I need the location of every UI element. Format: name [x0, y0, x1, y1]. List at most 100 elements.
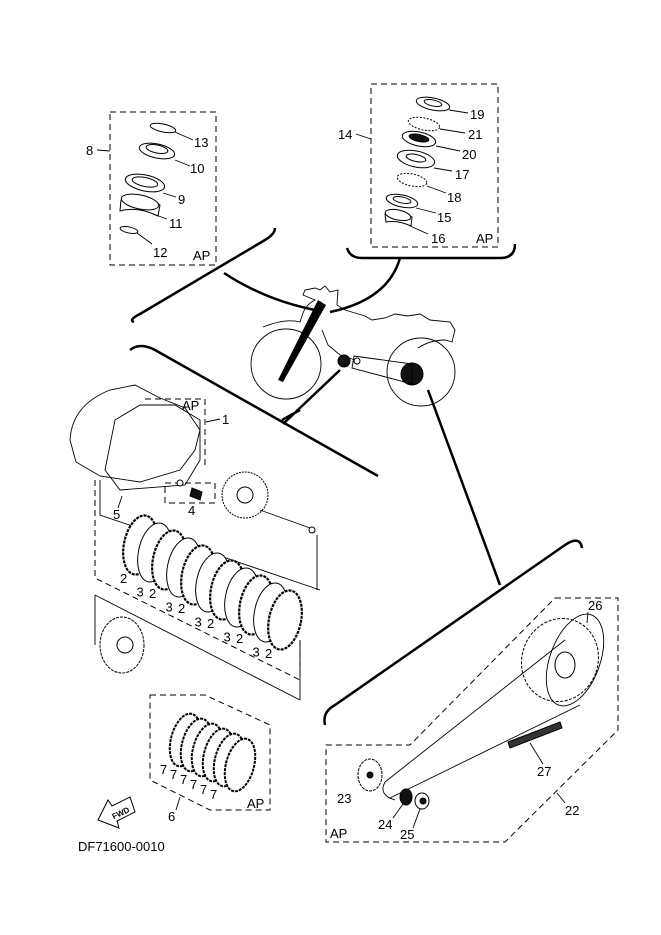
- lock-washer-24: [399, 788, 413, 806]
- callout-13: 13: [194, 135, 208, 150]
- bubble-upper-left-outline: [130, 227, 277, 324]
- leader-12: [136, 232, 153, 245]
- clutch-stack-frame-upper: [99, 480, 321, 591]
- crankcase-cover: [69, 384, 201, 483]
- ball-cage-21: [407, 116, 441, 132]
- bubble-pointer-lower: [329, 257, 402, 314]
- crankcase-cover-gasket: [104, 404, 201, 491]
- group-22-drive-chain: 26 27 23 24 25 22 AP: [325, 597, 619, 843]
- motorcycle-silhouette: [250, 285, 456, 407]
- callout-plate-2: 2: [178, 601, 185, 616]
- leader-21: [439, 128, 466, 134]
- group-6-frame: [149, 694, 271, 811]
- ap-label-group-14: AP: [476, 231, 493, 246]
- bubble-mid-divider: [281, 408, 301, 422]
- friction-plates-container: [168, 712, 257, 793]
- callout-26: 26: [588, 598, 602, 613]
- swingarm-chain: [351, 355, 413, 385]
- callout-plate-2: 2: [149, 586, 156, 601]
- leader-10: [174, 159, 191, 167]
- friction-plate-2: [267, 589, 303, 651]
- part-4-frame: [164, 482, 216, 504]
- callout-16: 16: [431, 231, 445, 246]
- group-8-leader: [96, 149, 111, 152]
- nut-25-center: [419, 797, 427, 805]
- boss-frame-diag: [94, 594, 301, 701]
- callout-17: 17: [455, 167, 469, 182]
- leader-22: [556, 792, 566, 804]
- clutch-boss: [94, 594, 301, 701]
- callout-11: 11: [169, 216, 183, 231]
- callout-23: 23: [337, 791, 351, 806]
- bike-frame-line: [321, 329, 356, 361]
- callout-plate-2: 2: [120, 571, 127, 586]
- front-sprocket-center: [366, 771, 374, 779]
- bearing-11-top: [120, 193, 160, 211]
- callout-plate-7: 7: [180, 772, 187, 787]
- callout-10: 10: [190, 161, 204, 176]
- callout-plate-7: 7: [190, 777, 197, 792]
- callout-12: 12: [153, 245, 167, 260]
- leader-17: [433, 167, 453, 172]
- group-14-leader: [355, 133, 372, 140]
- leader-13: [174, 131, 194, 141]
- chain-lower-run: [389, 704, 581, 799]
- ap-label-group-8: AP: [193, 248, 210, 263]
- callout-22: 22: [565, 803, 579, 818]
- bearing-19-inner: [423, 99, 443, 107]
- o-ring-13: [149, 122, 177, 134]
- race-9-inner: [131, 176, 159, 188]
- seal-16-top: [384, 208, 412, 222]
- callout-plate-3: 3: [166, 600, 173, 615]
- spring-4: [189, 487, 203, 501]
- group-14-frame: [370, 83, 499, 248]
- bubble-pointer-chain: [426, 389, 502, 586]
- callout-plate-3: 3: [137, 585, 144, 600]
- ap-label-cover: AP: [182, 398, 199, 413]
- group-22-frame: [325, 597, 619, 843]
- callout-25: 25: [400, 827, 414, 842]
- fwd-direction-arrow: FWD: [97, 796, 136, 829]
- callout-plate-3: 3: [253, 645, 260, 660]
- push-rod: [259, 509, 311, 529]
- leader-6: [175, 796, 181, 811]
- leader-18: [426, 185, 447, 194]
- ball-cage-18: [396, 172, 428, 188]
- callout-plate-3: 3: [195, 615, 202, 630]
- bike-body-outline: [262, 285, 456, 349]
- bubble-upper-right-outline: [345, 243, 517, 260]
- leader-25: [412, 808, 421, 829]
- bubble-pointer-upper: [223, 271, 316, 312]
- chain-27: [507, 721, 563, 749]
- friction-plate-7: [223, 737, 257, 793]
- seal-10-inner: [145, 143, 169, 155]
- document-id: DF71600-0010: [78, 839, 165, 854]
- leader-9: [162, 192, 177, 198]
- callout-5: 5: [113, 507, 120, 522]
- leader-26: [586, 611, 589, 624]
- callout-plate-2: 2: [236, 631, 243, 646]
- group-8-steering-upper: 8 13 10 9 11 12 AP: [86, 111, 217, 266]
- group-8-frame: [109, 111, 217, 266]
- bearing-15-inner: [392, 196, 412, 204]
- callout-4: 4: [188, 503, 195, 518]
- callout-24: 24: [378, 817, 392, 832]
- callout-plate-2: 2: [207, 616, 214, 631]
- leader-16: [409, 225, 429, 235]
- fwd-arrow-icon: [97, 796, 136, 829]
- callout-9: 9: [178, 192, 185, 207]
- leader-11: [152, 213, 168, 220]
- plates-container: [122, 514, 303, 651]
- callout-8: 8: [86, 143, 93, 158]
- bubble-lower-right-outline: [323, 539, 584, 726]
- callout-plate-7: 7: [170, 767, 177, 782]
- callout-14: 14: [338, 127, 352, 142]
- leader-19: [448, 109, 469, 114]
- front-sprocket-marker: [337, 354, 351, 368]
- leader-5: [117, 495, 123, 509]
- front-wheel: [250, 328, 322, 400]
- callout-20: 20: [462, 147, 476, 162]
- callout-15: 15: [437, 210, 451, 225]
- chain-loop-rear: [545, 613, 605, 707]
